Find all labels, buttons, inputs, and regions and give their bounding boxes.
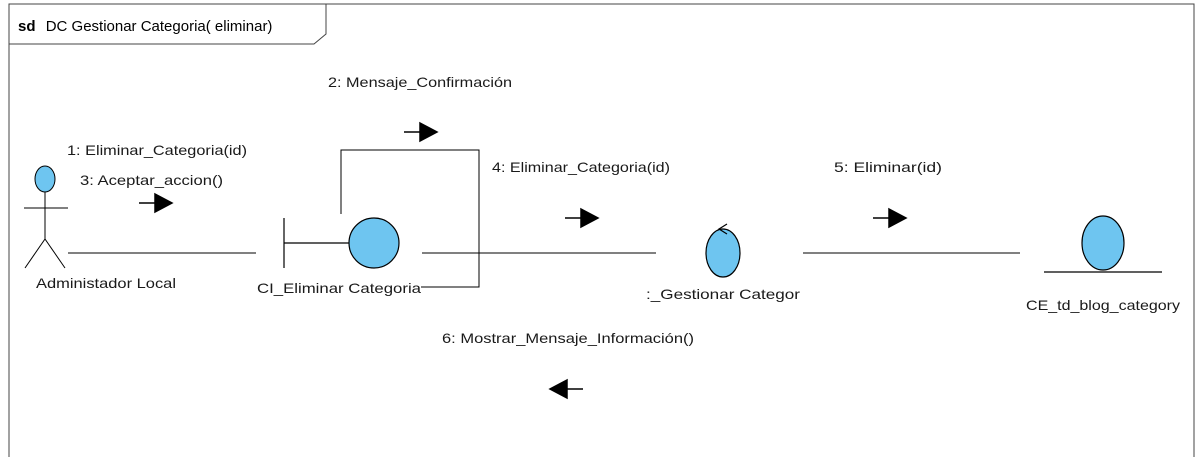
control-object[interactable]: :_Gestionar Categor — [646, 223, 800, 302]
frame-title-tab — [9, 4, 327, 45]
boundary-icon — [283, 217, 400, 269]
message-arrows — [139, 121, 908, 400]
entity-icon — [1044, 215, 1162, 273]
link-boundary-self-loop — [340, 149, 480, 288]
frame-title: sd DC Gestionar Categoria( eliminar) — [18, 18, 272, 35]
frame-title-text: DC Gestionar Categoria( eliminar) — [46, 18, 273, 35]
links — [68, 149, 1020, 288]
boundary-label: CI_Eliminar Categoria — [257, 280, 421, 296]
control-icon — [705, 223, 741, 278]
message-6-label: 6: Mostrar_Mensaje_Información() — [442, 330, 694, 346]
arrow-right-icon — [565, 207, 600, 229]
message-1-label: 1: Eliminar_Categoria(id) — [67, 142, 247, 158]
arrow-left-icon — [548, 378, 583, 400]
arrow-right-icon — [873, 207, 908, 229]
arrow-right-icon — [404, 121, 439, 143]
entity-object[interactable]: CE_td_blog_category — [1026, 215, 1180, 313]
actor-icon — [24, 165, 68, 269]
message-3-label: 3: Aceptar_accion() — [80, 172, 223, 188]
sd-frame: sd DC Gestionar Categoria( eliminar) — [8, 3, 1195, 457]
arrow-right-icon — [139, 192, 174, 214]
boundary-object[interactable]: CI_Eliminar Categoria — [257, 217, 421, 296]
entity-label: CE_td_blog_category — [1026, 297, 1180, 313]
message-labels: 1: Eliminar_Categoria(id) 3: Aceptar_acc… — [67, 74, 942, 346]
frame-keyword: sd — [18, 18, 36, 35]
actor-administrador-local[interactable]: Administador Local — [24, 165, 176, 291]
message-5-label: 5: Eliminar(id) — [834, 159, 942, 175]
control-label: :_Gestionar Categor — [646, 286, 800, 302]
frame-border — [8, 3, 1195, 457]
message-4-label: 4: Eliminar_Categoria(id) — [492, 159, 670, 175]
actor-label: Administador Local — [36, 275, 176, 291]
message-2-label: 2: Mensaje_Confirmación — [328, 74, 512, 90]
